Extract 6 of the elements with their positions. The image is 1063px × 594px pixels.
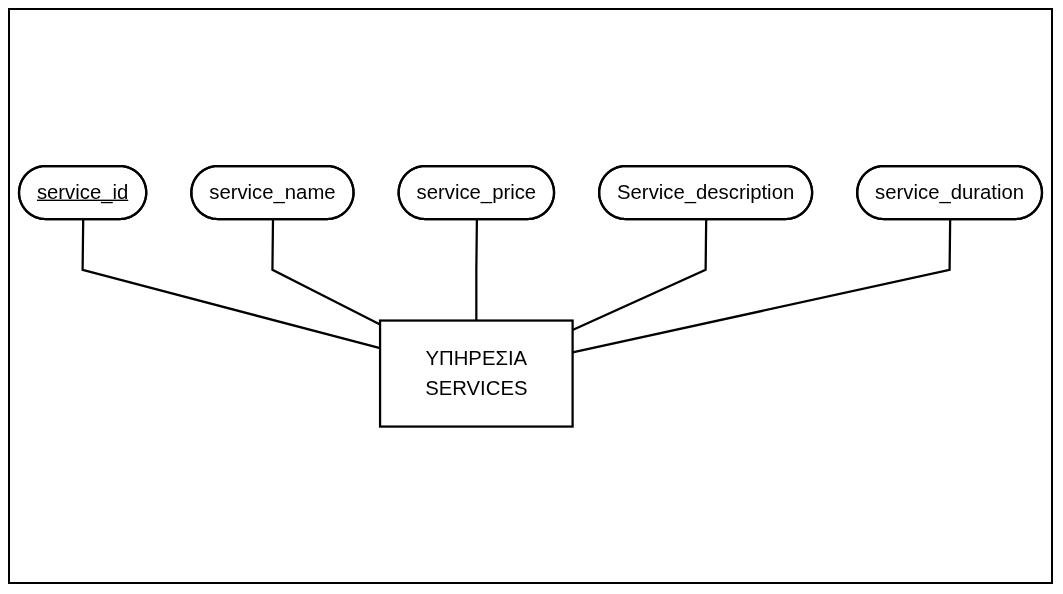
connector [271, 219, 381, 326]
connector [572, 219, 708, 331]
connector [572, 219, 952, 354]
connector [81, 219, 381, 349]
connector [475, 219, 479, 321]
node-box: ΥΠΗΡΕΣΙΑ SERVICES [378, 319, 574, 428]
